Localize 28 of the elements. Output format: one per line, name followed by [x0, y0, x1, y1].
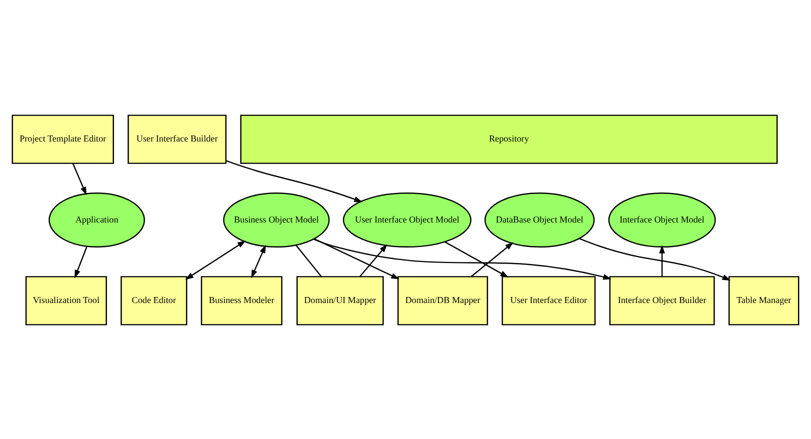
node-box: User Interface Builder	[128, 114, 227, 164]
arrow	[470, 242, 514, 277]
node-ellipse: DataBase Object Model	[484, 192, 595, 248]
node-ellipse: User Interface Object Model	[342, 192, 472, 248]
arrow	[579, 238, 731, 280]
node-box: User Interface Editor	[502, 276, 596, 325]
connector	[296, 244, 322, 276]
node-box: Domain/DB Mapper	[397, 276, 488, 325]
arrow	[314, 238, 400, 279]
arrow	[659, 244, 665, 276]
node-box: Interface Object Builder	[609, 276, 715, 325]
node-box: Repository	[240, 114, 778, 164]
arrow	[313, 238, 612, 280]
node-ellipse: Interface Object Model	[608, 192, 716, 248]
arrow	[251, 244, 266, 278]
node-box: Table Manager	[728, 276, 800, 325]
node-box: Code Editor	[120, 276, 188, 325]
arrow	[72, 162, 87, 195]
arrow	[185, 240, 246, 280]
arrow	[359, 244, 388, 276]
arrow	[226, 160, 363, 202]
arrow	[74, 246, 88, 278]
node-ellipse: Application	[48, 192, 146, 248]
arrow	[444, 240, 509, 277]
node-box: Visualization Tool	[25, 276, 107, 325]
node-box: Domain/UI Mapper	[296, 276, 384, 325]
node-box: Business Modeler	[200, 276, 282, 325]
node-box: Project Template Editor	[12, 114, 114, 164]
